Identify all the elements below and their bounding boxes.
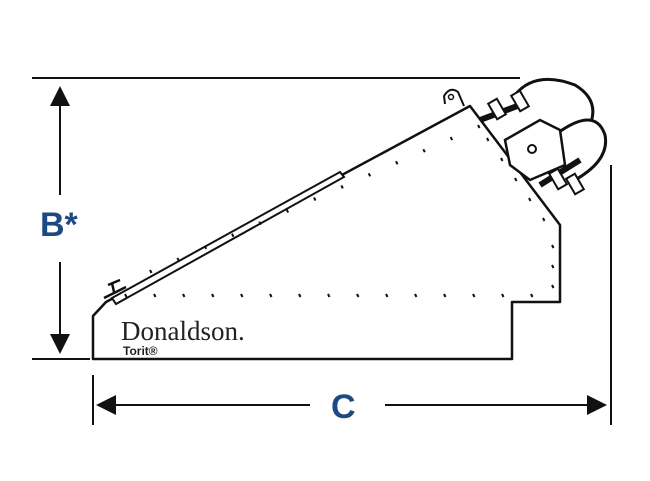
rivet [542,217,546,222]
rivet [551,244,555,249]
rivet [182,293,186,298]
rivet [153,293,157,298]
rivet [414,293,418,298]
rivet [313,197,317,201]
donaldson-logo: Donaldson. [121,316,245,346]
rivet [486,137,490,142]
rivet [385,293,389,298]
rivet [240,293,244,298]
rivet [269,293,273,298]
rivet [472,293,476,298]
rivet-marks [124,124,555,298]
rivet [203,245,208,250]
rivet [149,269,153,274]
rivet [530,293,534,298]
torit-logo: Torit® [123,344,158,358]
rivet [327,293,331,298]
rivet [551,264,555,269]
rivet [449,136,454,141]
rivet [340,184,344,189]
rivet [500,157,504,162]
rivet [124,293,128,298]
rail-clip [103,278,127,300]
height-label: B* [40,206,79,244]
rivet [395,160,399,165]
rivet [528,197,532,202]
rivet [551,284,555,289]
rivet [176,257,180,262]
rivet [422,148,426,153]
side-rail [110,170,346,306]
width-label: C [331,388,356,426]
rivet [298,293,302,298]
rivet [443,293,447,298]
rivet [356,293,360,298]
rivet [231,233,235,238]
collector-body [91,104,562,361]
rivet [514,177,518,182]
rivet [367,172,372,177]
rivet [501,293,505,298]
rivet [477,124,481,129]
pulse-valve-assembly [478,77,608,196]
rivet [285,209,290,214]
rivet [211,293,215,298]
rivet [258,221,262,226]
